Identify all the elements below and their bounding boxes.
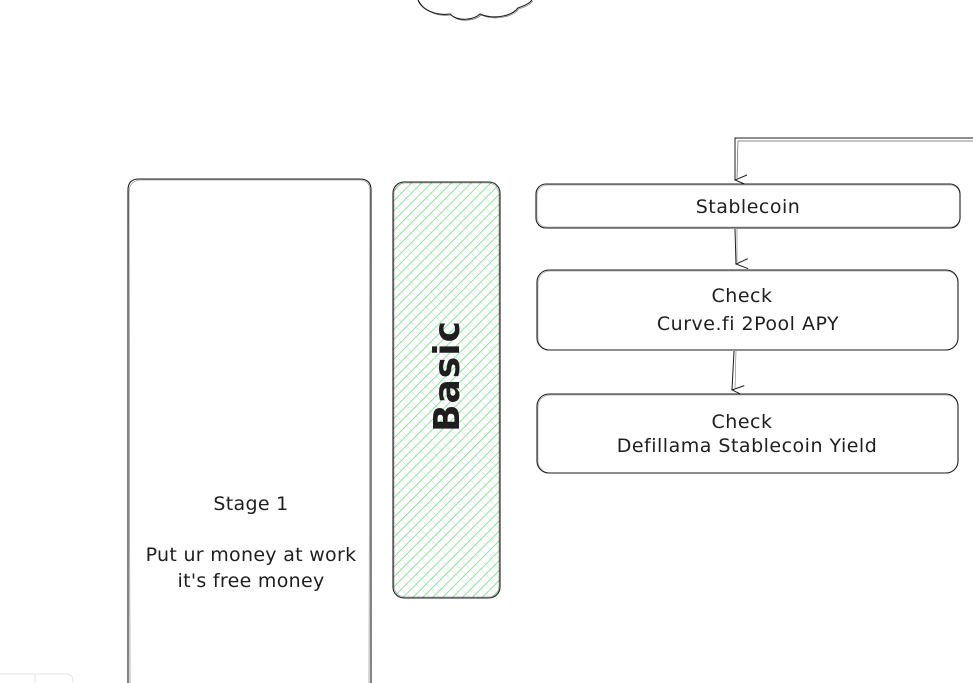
- node-curve-check[interactable]: Check Curve.fi 2Pool APY: [536, 269, 959, 351]
- stage-description-line1: Put ur money at work: [146, 544, 357, 566]
- node-defillama-check-line1: Check: [712, 411, 773, 433]
- node-curve-check-line1: Check: [712, 285, 773, 307]
- node-defillama-check-line2: Defillama Stablecoin Yield: [617, 435, 878, 457]
- toolbar-fragment[interactable]: [0, 673, 74, 683]
- stage-panel[interactable]: Stage 1 Put ur money at work it's free m…: [127, 178, 372, 683]
- node-curve-check-line2: Curve.fi 2Pool APY: [657, 313, 839, 335]
- node-defillama-check[interactable]: Check Defillama Stablecoin Yield: [536, 393, 959, 474]
- stage-title: Stage 1: [213, 493, 288, 515]
- category-label: Basic: [427, 320, 468, 432]
- node-stablecoin[interactable]: Stablecoin: [535, 183, 961, 229]
- node-stablecoin-label: Stablecoin: [696, 196, 801, 218]
- category-panel-basic[interactable]: Basic: [392, 181, 501, 599]
- stage-description-line2: it's free money: [178, 570, 325, 592]
- cloud-shape[interactable]: [417, 0, 534, 21]
- arrow-curve-to-defillama[interactable]: [732, 350, 736, 390]
- arrow-stablecoin-to-curve[interactable]: [734, 228, 737, 264]
- connector-incoming[interactable]: [735, 137, 973, 180]
